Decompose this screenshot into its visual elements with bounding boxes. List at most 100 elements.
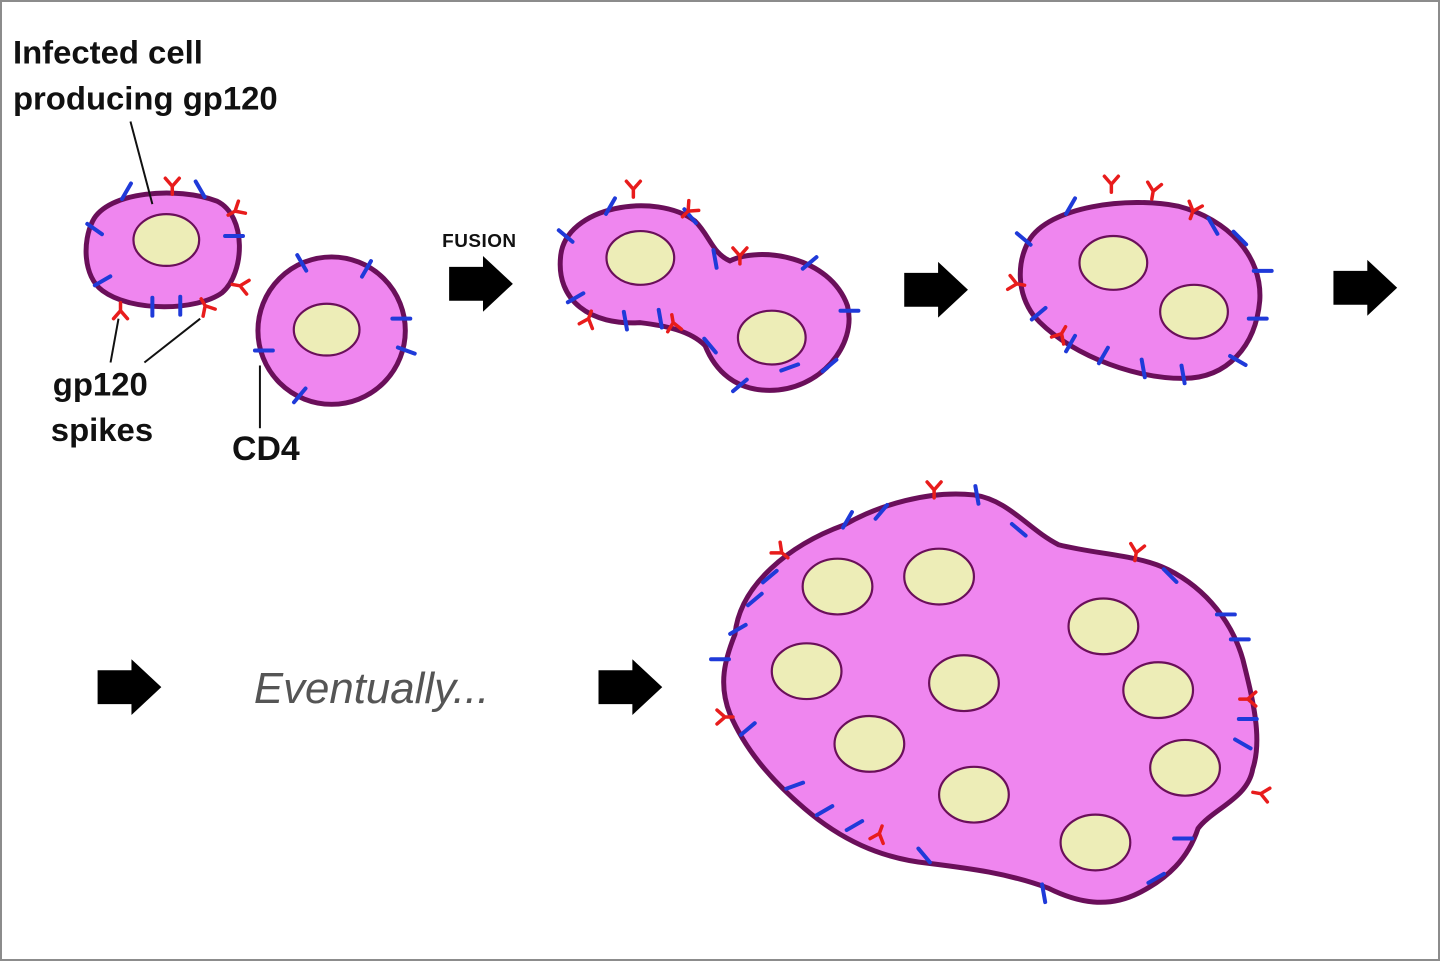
cd4-receptor-icon — [556, 228, 575, 244]
infected-cell-leader-line — [129, 121, 154, 205]
fusion-arrow-icon — [449, 255, 513, 312]
fused-cell — [1017, 200, 1263, 381]
right-arrow-icon — [598, 659, 663, 716]
gp120-spike-icon — [1145, 180, 1164, 201]
nucleus — [801, 557, 874, 616]
cd4-receptor-icon — [840, 510, 854, 530]
nucleus — [1059, 813, 1132, 872]
gp120-spike-icon — [577, 309, 595, 331]
cd4-receptor-icon — [120, 181, 133, 201]
cd4-receptor-icon — [1040, 882, 1048, 905]
gp120-spike-icon — [680, 198, 701, 219]
cd4-receptor-icon — [711, 248, 719, 270]
cd4-label: CD4 — [232, 430, 300, 468]
cd4-receptor-icon — [193, 179, 207, 199]
cd4-receptor-icon — [1231, 229, 1249, 247]
cd4-receptor-icon — [1179, 363, 1187, 386]
cd4-receptor-icon — [1064, 196, 1078, 216]
nucleus — [770, 642, 843, 701]
nucleus — [132, 213, 201, 267]
cd4-receptor-icon — [360, 259, 373, 279]
cd4-receptor-icon — [1161, 567, 1179, 584]
cd4-receptor-icon — [92, 274, 113, 288]
cd4-receptor-icon — [85, 221, 104, 237]
cd4-receptor-icon — [1064, 333, 1078, 354]
cd4-receptor-icon — [565, 291, 586, 305]
cd4-receptor-icon — [728, 622, 748, 636]
cd4-receptor-icon — [295, 253, 309, 273]
gp120-spike-icon — [1102, 174, 1121, 194]
syncytium — [721, 491, 1260, 905]
cd4-receptor-icon — [1206, 216, 1220, 236]
gp120-spike-icon — [163, 176, 182, 196]
cd4-receptor-icon — [760, 568, 779, 585]
gp120-spike-icon — [1049, 324, 1068, 346]
nucleus — [1149, 738, 1222, 797]
gp120-spike-icon — [715, 708, 735, 726]
nucleus — [1067, 597, 1140, 656]
gp120-spike-icon — [226, 199, 248, 217]
gp120-spike-icon — [868, 824, 885, 846]
cd4-receptor-icon — [1233, 737, 1253, 751]
cd4-receptor-icon — [1009, 522, 1028, 538]
cd4-receptor-icon — [621, 309, 629, 332]
right-arrow-icon — [904, 261, 968, 318]
cd4-receptor-icon — [814, 804, 835, 818]
cd4-receptor-icon — [1096, 345, 1110, 366]
gp120-spike-icon — [199, 297, 217, 318]
gp120-spike-icon — [230, 278, 251, 296]
nucleus — [736, 309, 807, 366]
gp120-spike-icon — [1238, 690, 1258, 708]
cd4-receptor-icon — [702, 336, 718, 355]
fusing-cells — [557, 203, 852, 393]
gp120-spikes — [111, 174, 1272, 846]
right-arrow-icon — [97, 659, 162, 716]
cd4-receptor-icon — [800, 255, 819, 271]
cd4-receptor-icon — [779, 362, 801, 373]
gp120-label-line1: gp120 — [53, 365, 148, 402]
gp120-spike-icon — [1129, 541, 1147, 563]
cd4-receptor-icon — [656, 307, 664, 330]
gp120-spike-icon — [1005, 273, 1027, 292]
cd4-receptor-icon — [1014, 231, 1033, 247]
nucleus — [1159, 283, 1229, 340]
gp120-spike-icon — [624, 179, 643, 199]
gp120-spike-icon — [665, 313, 684, 334]
nucleus — [605, 229, 676, 286]
cd4-receptor-icon — [844, 819, 865, 833]
gp120-leader-line — [143, 317, 201, 364]
cd4-t-cell — [255, 254, 408, 407]
gp120-spike-icon — [1251, 786, 1272, 804]
fusion-label: FUSION — [442, 231, 516, 252]
cd4-receptors — [85, 179, 1274, 905]
nucleus — [903, 547, 976, 606]
infected-cell-label-line2: producing gp120 — [13, 80, 278, 117]
cd4-receptor-icon — [745, 591, 764, 608]
cd4-receptor-icon — [395, 345, 417, 356]
nucleus — [1078, 234, 1149, 291]
infected-cell — [83, 190, 242, 310]
nucleus — [928, 654, 1000, 713]
gp120-label-line2: spikes — [51, 411, 153, 448]
cd4-receptor-icon — [1139, 357, 1147, 380]
cd4-receptor-icon — [1029, 305, 1048, 322]
cd4-receptor-icon — [292, 386, 308, 405]
cd4-receptor-icon — [731, 377, 749, 394]
gp120-spike-icon — [925, 480, 943, 500]
nucleus — [1122, 661, 1195, 720]
gp120-spike-icon — [111, 301, 130, 321]
gp120-leader-line — [109, 318, 120, 363]
cd4-receptor-icon — [973, 484, 981, 506]
gp120-spike-icon — [1187, 199, 1205, 221]
nucleus — [937, 765, 1010, 824]
nucleus — [833, 714, 906, 773]
infected-cell-label-line1: Infected cell — [13, 34, 203, 71]
cd4-receptor-icon — [1146, 871, 1166, 885]
gp120-spike-icon — [731, 246, 749, 266]
cd4-receptor-icon — [873, 503, 890, 521]
cd4-receptor-icon — [820, 357, 839, 374]
gp120-spike-icon — [769, 540, 790, 560]
cd4-receptor-icon — [1228, 354, 1248, 367]
right-arrow-icon — [1333, 259, 1398, 316]
